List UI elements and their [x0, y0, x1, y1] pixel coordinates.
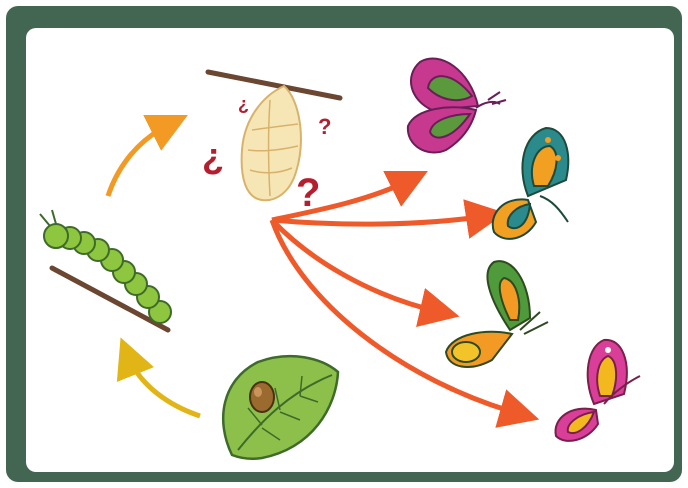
question-mark-small: ? [318, 114, 331, 139]
arrow-to-butterfly-2 [272, 216, 486, 224]
butterfly-pink-green [408, 59, 506, 153]
question-mark-inverted-small: ¿ [238, 94, 249, 114]
question-mark-inverted-large: ¿ [202, 135, 224, 176]
chrysalis [242, 86, 301, 200]
arrow-egg-to-caterpillar [128, 356, 200, 416]
leaf-shape [223, 356, 338, 459]
butterfly-teal-orange [493, 128, 568, 239]
butterfly-green-orange [446, 261, 548, 367]
egg [250, 382, 274, 412]
arrow-to-butterfly-1 [272, 180, 410, 220]
caterpillar-on-twig [40, 210, 171, 330]
egg-on-leaf [223, 356, 338, 459]
chrysalis-hanging-from-twig: ¿ ? ¿ ? [202, 72, 340, 215]
butterfly-pink-gold [555, 340, 640, 441]
arrow-caterpillar-to-chrysalis [108, 124, 170, 196]
